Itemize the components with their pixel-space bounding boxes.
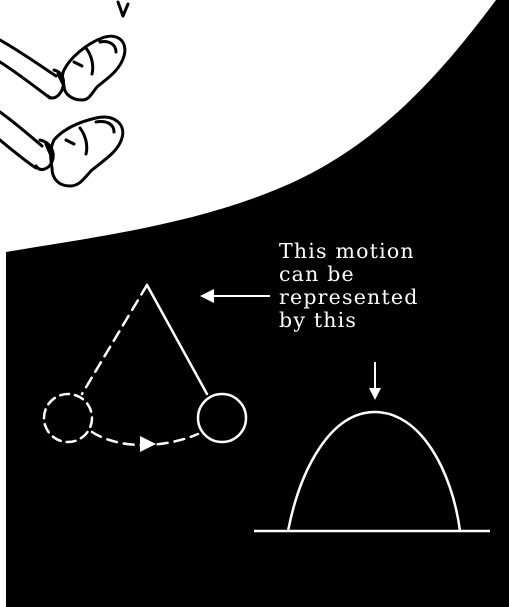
caption-text: This motion can be represented by this — [279, 240, 499, 332]
